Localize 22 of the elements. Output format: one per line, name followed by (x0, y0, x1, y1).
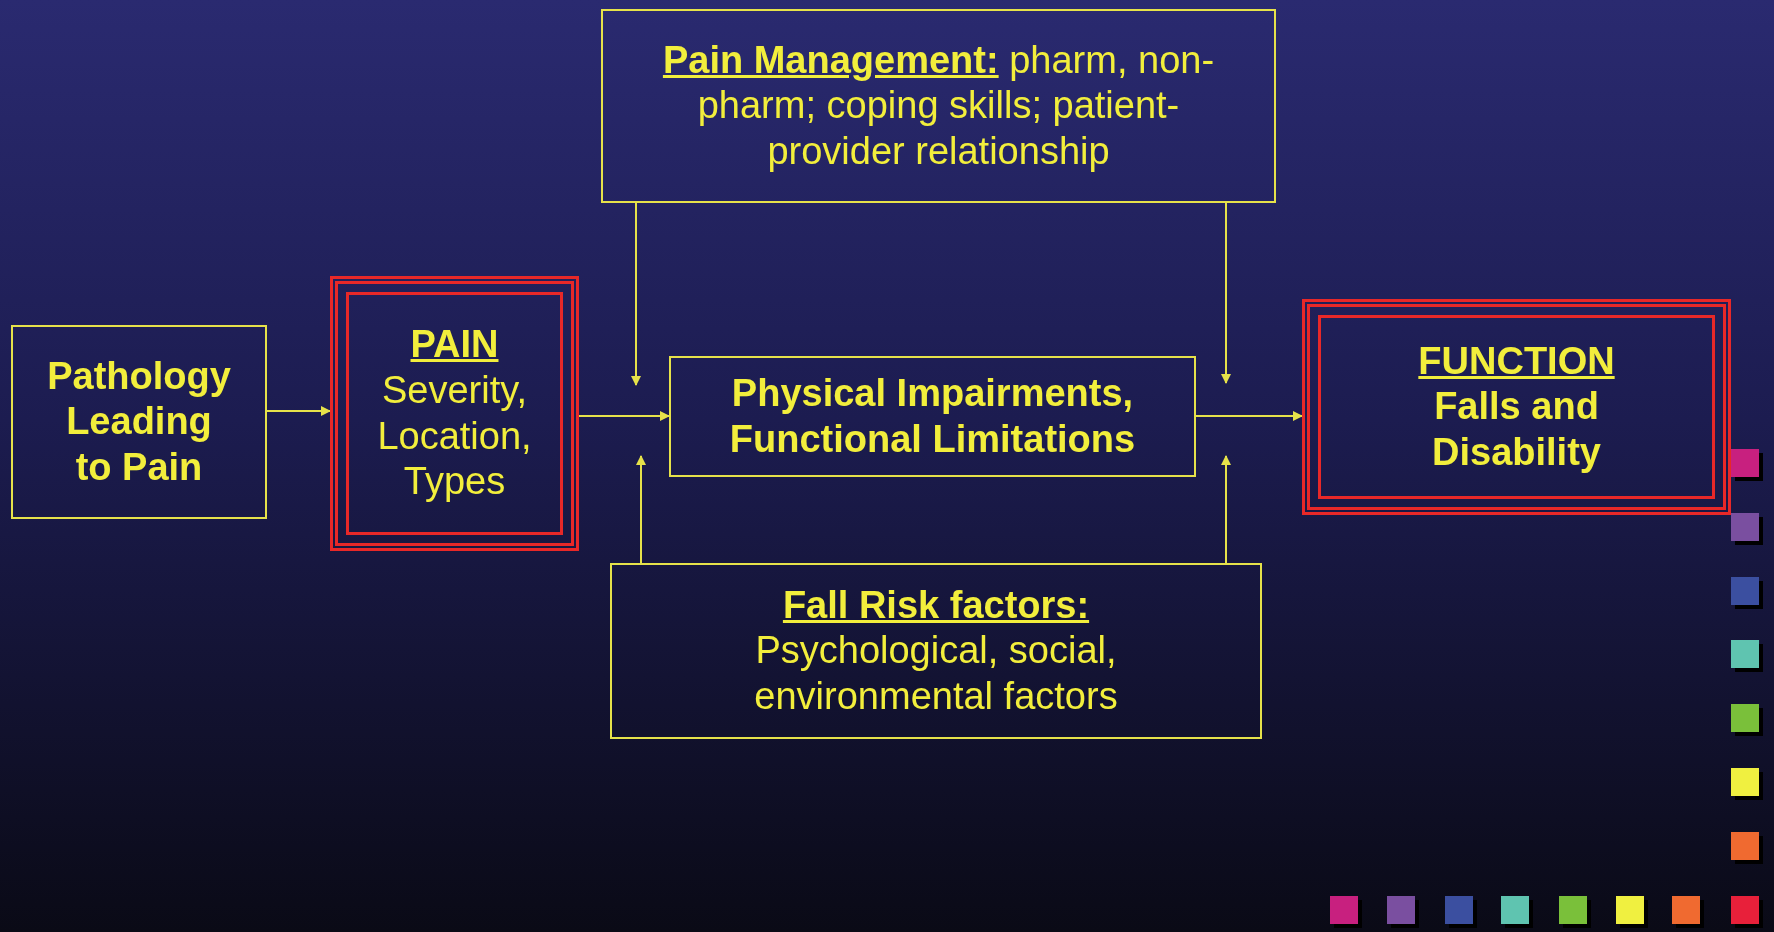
box-heading: FUNCTION (1418, 338, 1615, 384)
arrow (578, 411, 670, 421)
box-heading: Fall Risk factors: (782, 582, 1090, 628)
process-box (11, 325, 267, 519)
box-text: Pathology Leading to Pain (46, 353, 232, 490)
arrow (1221, 202, 1231, 384)
process-box (610, 563, 1262, 739)
arrow (1221, 455, 1231, 564)
box-text: Pain Management: pharm, non-pharm; coping skills; patient-provider relationship (661, 37, 1216, 174)
arrow (266, 406, 331, 416)
box-text: Physical Impairments, Functional Limitations (728, 370, 1137, 462)
highlighted-box (1302, 299, 1731, 515)
box-text: Severity, Location, Types (376, 367, 533, 505)
box-text: Falls and Disability (1431, 384, 1602, 475)
arrow (636, 455, 646, 564)
box-heading: PAIN (410, 322, 499, 368)
highlighted-box (330, 276, 579, 551)
arrow (1195, 411, 1303, 421)
process-box (601, 9, 1276, 203)
process-box (669, 356, 1196, 477)
arrow (631, 202, 641, 386)
box-text: Psychological, social, environmental factors (753, 628, 1119, 719)
